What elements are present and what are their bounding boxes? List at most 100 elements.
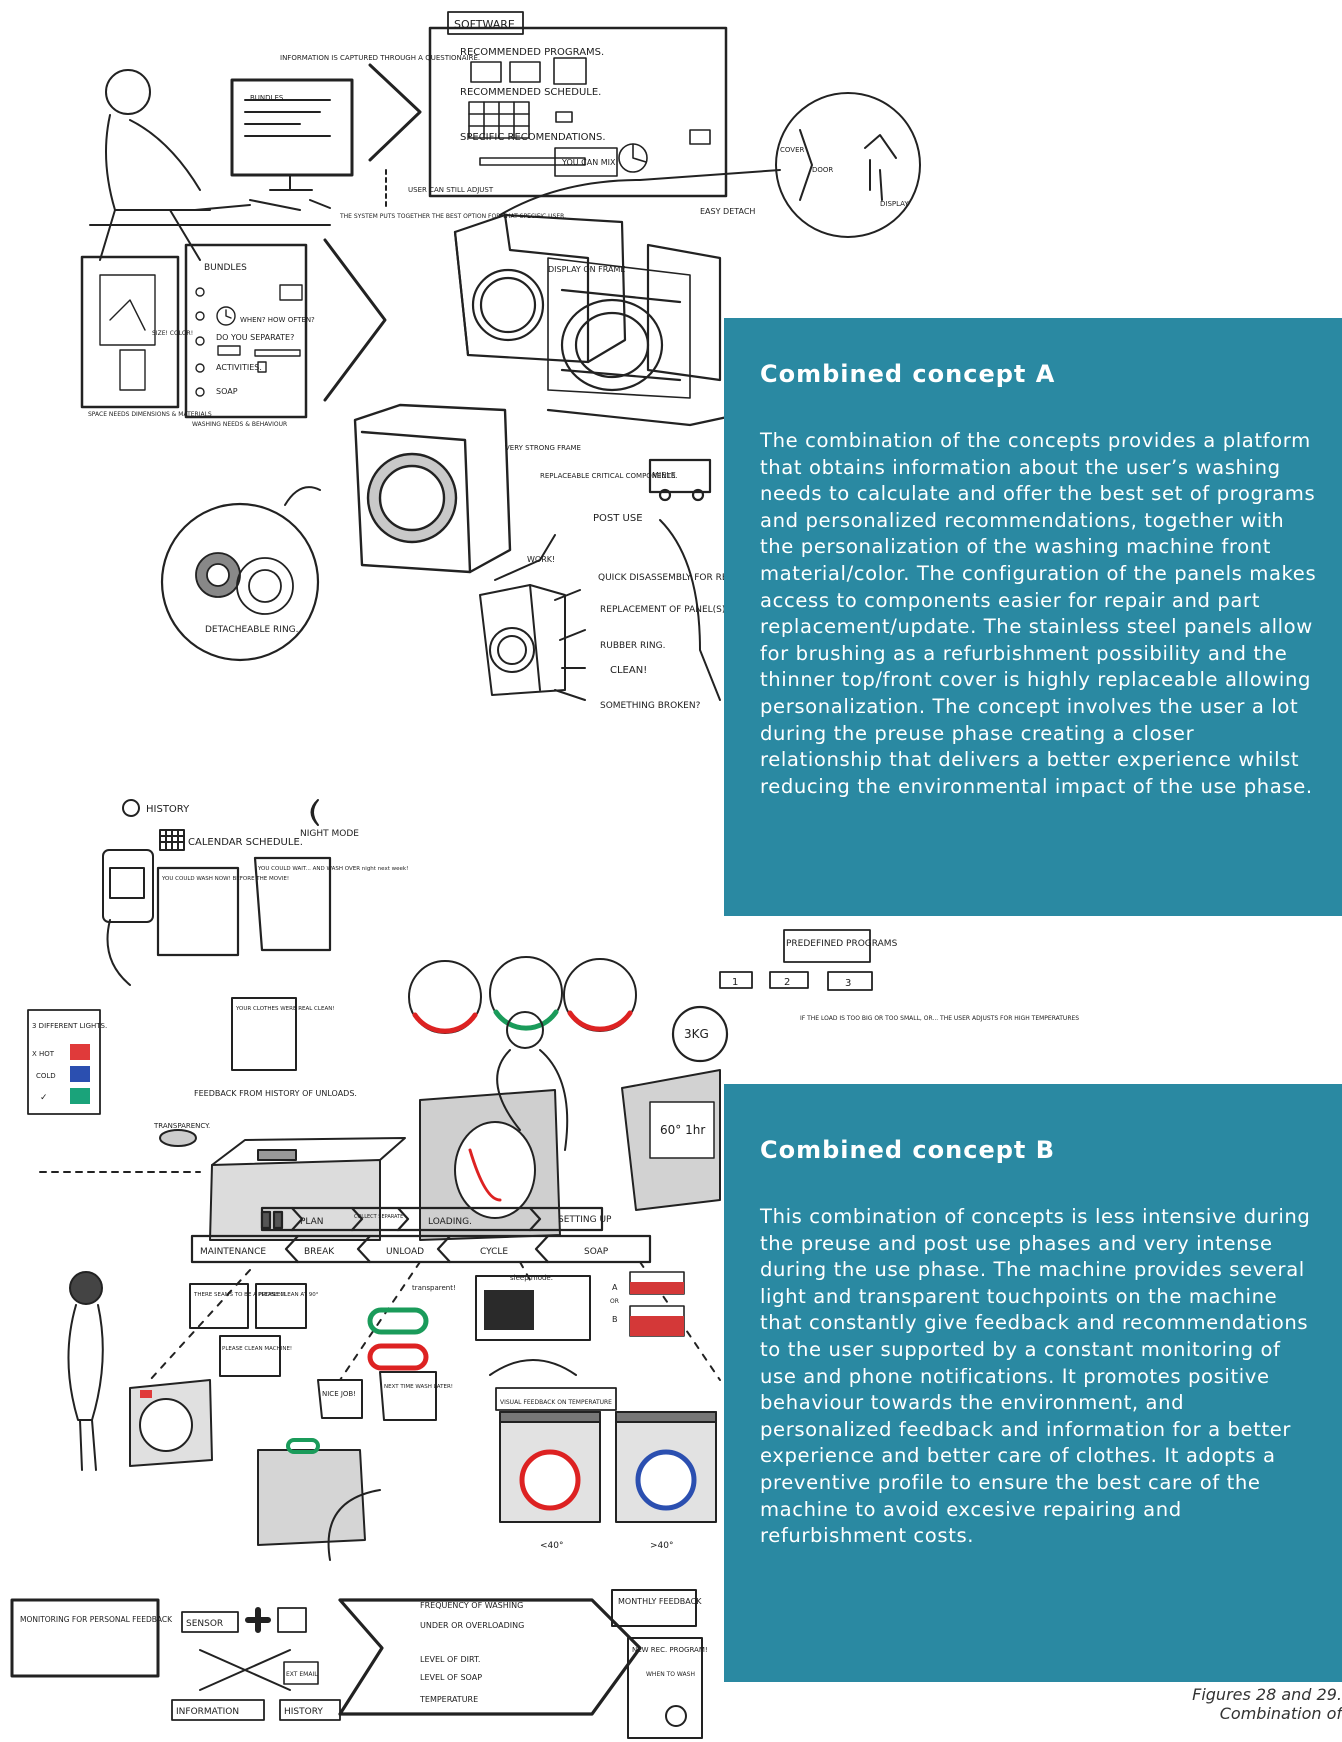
svg-text:EXT EMAIL: EXT EMAIL — [286, 1671, 318, 1678]
svg-text:DISPLAY ON FRAME: DISPLAY ON FRAME — [548, 265, 625, 274]
svg-text:YOU COULD WAIT... AND WASH OVE: YOU COULD WAIT... AND WASH OVER night ne… — [257, 866, 408, 872]
svg-text:USER CAN STILL ADJUST: USER CAN STILL ADJUST — [408, 186, 494, 194]
svg-text:THE SYSTEM PUTS TOGETHER THE B: THE SYSTEM PUTS TOGETHER THE BEST OPTION… — [339, 213, 566, 220]
svg-text:BUNDLES: BUNDLES — [250, 94, 284, 102]
svg-text:QUICK DISASSEMBLY FOR REPAIRS.: QUICK DISASSEMBLY FOR REPAIRS. — [598, 573, 756, 583]
svg-text:RECOMMENDED SCHEDULE.: RECOMMENDED SCHEDULE. — [460, 87, 601, 98]
svg-text:REPLACEABLE CRITICAL COMPONENT: REPLACEABLE CRITICAL COMPONENTS. — [540, 472, 678, 480]
svg-text:COVER: COVER — [780, 146, 804, 154]
svg-text:WHEN? HOW OFTEN?: WHEN? HOW OFTEN? — [240, 316, 315, 324]
detachable-ring-sketch — [160, 502, 320, 662]
svg-text:LEVEL OF DIRT.: LEVEL OF DIRT. — [420, 1655, 480, 1664]
svg-text:<40°: <40° — [540, 1541, 564, 1551]
svg-text:TRANSPARENCY.: TRANSPARENCY. — [153, 1122, 210, 1130]
concept-a-panel: Combined concept A The combination of th… — [724, 318, 1342, 916]
svg-text:HISTORY: HISTORY — [284, 1707, 323, 1717]
svg-text:FEEDBACK FROM HISTORY OF UNLOA: FEEDBACK FROM HISTORY OF UNLOADS. — [194, 1089, 357, 1098]
small-machine-sketch — [479, 584, 566, 696]
phone-hand-sketch — [102, 849, 154, 986]
svg-text:RECOMMENDED PROGRAMS.: RECOMMENDED PROGRAMS. — [460, 47, 604, 58]
svg-text:TEMPERATURE: TEMPERATURE — [419, 1695, 478, 1704]
svg-text:2: 2 — [784, 977, 790, 988]
software-box — [428, 26, 728, 198]
svg-text:✓: ✓ — [40, 1093, 48, 1103]
svg-text:sleep mode.: sleep mode. — [510, 1274, 553, 1282]
svg-text:SPECIFIC RECOMENDATIONS.: SPECIFIC RECOMENDATIONS. — [460, 132, 606, 143]
washing-machine-frame-sketch — [453, 213, 762, 502]
svg-text:PLEASE CLEAN AT 90°: PLEASE CLEAN AT 90° — [258, 1292, 319, 1298]
svg-text:INFORMATION: INFORMATION — [176, 1707, 239, 1717]
svg-text:SOAP: SOAP — [216, 387, 238, 396]
svg-text:CLEAN!: CLEAN! — [610, 665, 647, 676]
svg-text:EASY DETACH: EASY DETACH — [700, 207, 755, 216]
svg-text:DETACHEABLE RING.: DETACHEABLE RING. — [205, 625, 299, 635]
svg-text:WORK!: WORK! — [527, 555, 555, 564]
svg-text:YOUR CLOTHES WERE REAL CLEAN!: YOUR CLOTHES WERE REAL CLEAN! — [235, 1006, 335, 1012]
svg-text:DOOR: DOOR — [812, 166, 833, 174]
svg-text:CYCLE: CYCLE — [480, 1247, 508, 1257]
concept-a-body: The combination of the concepts provides… — [760, 429, 1317, 798]
svg-text:CALENDAR SCHEDULE.: CALENDAR SCHEDULE. — [188, 837, 303, 848]
chevron-arrow — [368, 63, 422, 162]
woman-sketch — [67, 1271, 104, 1471]
svg-text:COLD: COLD — [36, 1072, 56, 1080]
svg-text:FREQUENCY OF WASHING: FREQUENCY OF WASHING — [420, 1601, 523, 1610]
svg-text:NEW REC. PROGRAM!: NEW REC. PROGRAM! — [632, 1646, 708, 1654]
svg-text:COLLECT SEPARATE: COLLECT SEPARATE — [354, 1214, 403, 1220]
svg-text:SIZE! COLOR!: SIZE! COLOR! — [152, 330, 193, 337]
svg-text:NIGHT MODE: NIGHT MODE — [300, 829, 359, 839]
svg-text:X HOT: X HOT — [32, 1050, 55, 1058]
monitor-sketch — [230, 78, 354, 211]
washing-needs-box — [184, 243, 308, 419]
caption-line-2: Combination of — [1219, 1704, 1342, 1723]
svg-text:REPLACEMENT OF PANEL(S): REPLACEMENT OF PANEL(S) — [600, 605, 725, 615]
svg-text:SOAP: SOAP — [584, 1247, 609, 1257]
svg-text:SPACE NEEDS DIMENSIONS & MATER: SPACE NEEDS DIMENSIONS & MATERIALS — [88, 411, 212, 418]
svg-text:NEXT TIME WASH LATER!: NEXT TIME WASH LATER! — [384, 1384, 453, 1390]
concept-b-body: This combination of concepts is less int… — [760, 1205, 1311, 1548]
svg-text:OR: OR — [610, 1298, 619, 1305]
svg-text:UNLOAD: UNLOAD — [386, 1247, 424, 1257]
svg-text:LOADING.: LOADING. — [428, 1217, 472, 1227]
concept-b-panel: Combined concept B This combination of c… — [724, 1084, 1342, 1682]
svg-text:MONTHLY FEEDBACK: MONTHLY FEEDBACK — [618, 1597, 702, 1606]
svg-text:ACTIVITIES.: ACTIVITIES. — [216, 363, 262, 372]
svg-text:MIELE: MIELE — [652, 471, 676, 480]
svg-text:A: A — [612, 1283, 618, 1292]
svg-text:B: B — [612, 1315, 618, 1324]
svg-text:MONITORING FOR PERSONAL FEEDBA: MONITORING FOR PERSONAL FEEDBACK — [20, 1615, 173, 1624]
svg-text:3: 3 — [845, 978, 851, 989]
caption-line-1: Figures 28 and 29. — [1192, 1685, 1342, 1704]
space-needs-box — [80, 255, 180, 409]
svg-text:transparent!: transparent! — [412, 1284, 456, 1292]
svg-text:PREDEFINED PROGRAMS: PREDEFINED PROGRAMS — [786, 939, 898, 949]
person-at-computer-sketch — [89, 69, 331, 261]
svg-text:VERY STRONG FRAME: VERY STRONG FRAME — [505, 444, 581, 452]
svg-text:LEVEL OF SOAP: LEVEL OF SOAP — [420, 1673, 482, 1682]
svg-text:3KG: 3KG — [684, 1027, 709, 1041]
svg-text:RUBBER RING.: RUBBER RING. — [600, 641, 665, 651]
washing-machine-sketch — [353, 403, 512, 574]
person-loading-sketch — [419, 1011, 569, 1241]
svg-text:INFORMATION IS CAPTURED THROUG: INFORMATION IS CAPTURED THROUGH A QUESTI… — [280, 54, 480, 62]
svg-text:THERE SEAMS TO BE A PROBLEM: THERE SEAMS TO BE A PROBLEM — [193, 1292, 285, 1298]
software-label: SOFTWARE — [454, 18, 515, 31]
svg-text:SETTING UP: SETTING UP — [558, 1215, 612, 1225]
svg-text:SOMETHING BROKEN?: SOMETHING BROKEN? — [600, 701, 701, 711]
svg-text:HISTORY: HISTORY — [146, 804, 190, 815]
svg-text:DO YOU SEPARATE?: DO YOU SEPARATE? — [216, 333, 294, 342]
machine-top-sketch — [159, 1129, 406, 1241]
svg-text:BUNDLES: BUNDLES — [204, 263, 247, 273]
concept-b-title: Combined concept B — [760, 1136, 1056, 1164]
front-loader-sketch — [129, 1379, 213, 1467]
svg-text:WHEN TO WASH: WHEN TO WASH — [646, 1671, 695, 1678]
svg-text:VISUAL FEEDBACK ON TEMPERATURE: VISUAL FEEDBACK ON TEMPERATURE — [500, 1399, 612, 1406]
concept-a-title: Combined concept A — [760, 360, 1056, 388]
svg-text:1: 1 — [732, 977, 738, 988]
svg-text:DISPLAY: DISPLAY — [880, 200, 909, 208]
svg-text:POST USE: POST USE — [593, 513, 643, 524]
svg-text:NICE JOB!: NICE JOB! — [322, 1390, 356, 1398]
svg-text:MAINTENANCE: MAINTENANCE — [200, 1247, 266, 1257]
svg-text:60° 1hr: 60° 1hr — [660, 1123, 705, 1137]
